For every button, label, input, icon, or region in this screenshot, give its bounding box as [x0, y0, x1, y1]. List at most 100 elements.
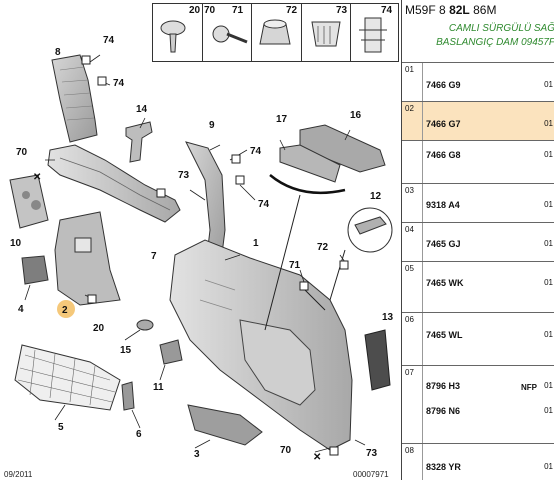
push-clip-icon	[160, 20, 186, 53]
part-description: CAMLI SÜRGÜLÜ SAĞ BASLANGIÇ DAM 09457F	[402, 22, 554, 60]
part-number[interactable]: 8796 H3	[426, 381, 461, 391]
screw-icon	[212, 25, 248, 44]
callout-74: 74	[103, 35, 115, 46]
quantity: 01	[544, 150, 553, 159]
callout-5: 5	[58, 422, 64, 433]
quantity: 01	[544, 119, 553, 128]
row-index: 08	[405, 446, 414, 455]
callout-17: 17	[276, 114, 288, 125]
callout-74: 74	[250, 146, 262, 157]
row-index: 07	[405, 368, 414, 377]
part-6-clip[interactable]	[121, 381, 135, 411]
quantity: 01	[544, 406, 553, 415]
part-12-detail[interactable]	[347, 207, 393, 253]
part-number[interactable]: 7465 WK	[426, 278, 464, 288]
callout-7: 7	[151, 251, 157, 262]
thumb-73[interactable]: 73	[301, 4, 350, 61]
retainer-clip-icon	[359, 17, 387, 53]
code-2: 8	[439, 3, 446, 17]
quantity: 01	[544, 239, 553, 248]
part-5-cargo-net[interactable]	[14, 344, 121, 411]
row-divider	[422, 366, 423, 443]
quantity: 01	[544, 278, 553, 287]
part-14-bracket[interactable]	[125, 121, 153, 163]
row-index: 06	[405, 315, 414, 324]
row-divider	[422, 63, 423, 101]
callout-16: 16	[350, 110, 362, 121]
part-7-upper-rail[interactable]	[47, 144, 181, 223]
part-1-quarter-panel[interactable]	[169, 239, 353, 451]
part-note: NFP	[521, 383, 537, 392]
thumb-74[interactable]: 74	[350, 4, 398, 61]
part-8-pillar-trim[interactable]	[51, 54, 98, 143]
part-15-clip[interactable]	[136, 319, 154, 331]
callout-1: 1	[253, 238, 259, 249]
part-number[interactable]: 8328 YR	[426, 462, 461, 472]
clip-marker: ✕	[33, 172, 41, 183]
row-divider	[422, 141, 423, 183]
part-number[interactable]: 7466 G8	[426, 150, 461, 160]
row-divider	[422, 184, 423, 222]
parts-row[interactable]: 06 7465 WL 01	[402, 312, 554, 365]
quantity: 01	[544, 330, 553, 339]
row-index: 05	[405, 264, 414, 273]
row-divider	[422, 262, 423, 312]
part-17-rail-trim[interactable]	[279, 144, 341, 183]
grommet-icon	[311, 21, 341, 47]
quantity: 01	[544, 381, 553, 390]
part-number[interactable]: 8796 N6	[426, 406, 461, 416]
code-3: 82L	[449, 3, 470, 17]
part-number[interactable]: 7465 GJ	[426, 239, 461, 249]
part-4-trim-piece[interactable]	[21, 255, 49, 285]
part-number[interactable]: 7465 WL	[426, 330, 463, 340]
row-divider	[422, 223, 423, 261]
thumb-70-71[interactable]: 70 71	[202, 4, 251, 61]
part-10-side-panel[interactable]	[9, 174, 49, 229]
callout-73: 73	[366, 448, 378, 459]
row-divider	[422, 444, 423, 480]
callout-8: 8	[55, 47, 61, 58]
callout-72: 72	[317, 242, 329, 253]
callout-2-highlight	[57, 300, 75, 318]
parts-row[interactable]: 07 8796 H3 01 NFP 8796 N6 01	[402, 365, 554, 443]
parts-row[interactable]: 7466 G8 01	[402, 140, 554, 183]
callout-74: 74	[258, 199, 270, 210]
part-13-cover[interactable]	[364, 329, 391, 391]
thumb-20[interactable]: 20	[153, 4, 202, 61]
callout-71: 71	[289, 260, 301, 271]
part-number[interactable]: 7466 G7	[426, 119, 461, 129]
callout-13: 13	[382, 312, 394, 323]
parts-row[interactable]: 05 7465 WK 01	[402, 261, 554, 312]
footer-date: 09/2011	[4, 470, 33, 479]
row-divider	[422, 313, 423, 365]
callout-74: 74	[113, 78, 125, 89]
footer-ref: 00007971	[353, 470, 389, 479]
thumb-label: 73	[336, 5, 348, 16]
part-3-sill-trim[interactable]	[187, 404, 263, 446]
part-number[interactable]: 9318 A4	[426, 200, 460, 210]
callout-11: 11	[153, 382, 164, 393]
callout-10: 10	[10, 238, 22, 249]
callout-70: 70	[280, 445, 292, 456]
description-line-2: BASLANGIÇ DAM 09457F	[436, 37, 554, 48]
part-number[interactable]: 7466 G9	[426, 80, 461, 90]
row-index: 01	[405, 65, 414, 74]
row-index: 03	[405, 186, 414, 195]
thumb-label: 72	[286, 5, 298, 16]
thumb-72[interactable]: 72	[251, 4, 301, 61]
callout-3: 3	[194, 449, 200, 460]
connector-curve	[269, 174, 346, 195]
quantity: 01	[544, 462, 553, 471]
part-2-lower-panel[interactable]	[54, 211, 121, 306]
parts-diagram: 74 8 74 14 70 9 74 17 16 7 73 74 10 12 1…	[4, 35, 394, 479]
callout-73: 73	[178, 170, 190, 181]
nut-icon	[259, 19, 291, 45]
part-11-cap[interactable]	[159, 339, 183, 365]
parts-row[interactable]: 08 8328 YR 01	[402, 443, 554, 480]
callout-20: 20	[93, 323, 105, 334]
row-divider	[422, 102, 423, 140]
